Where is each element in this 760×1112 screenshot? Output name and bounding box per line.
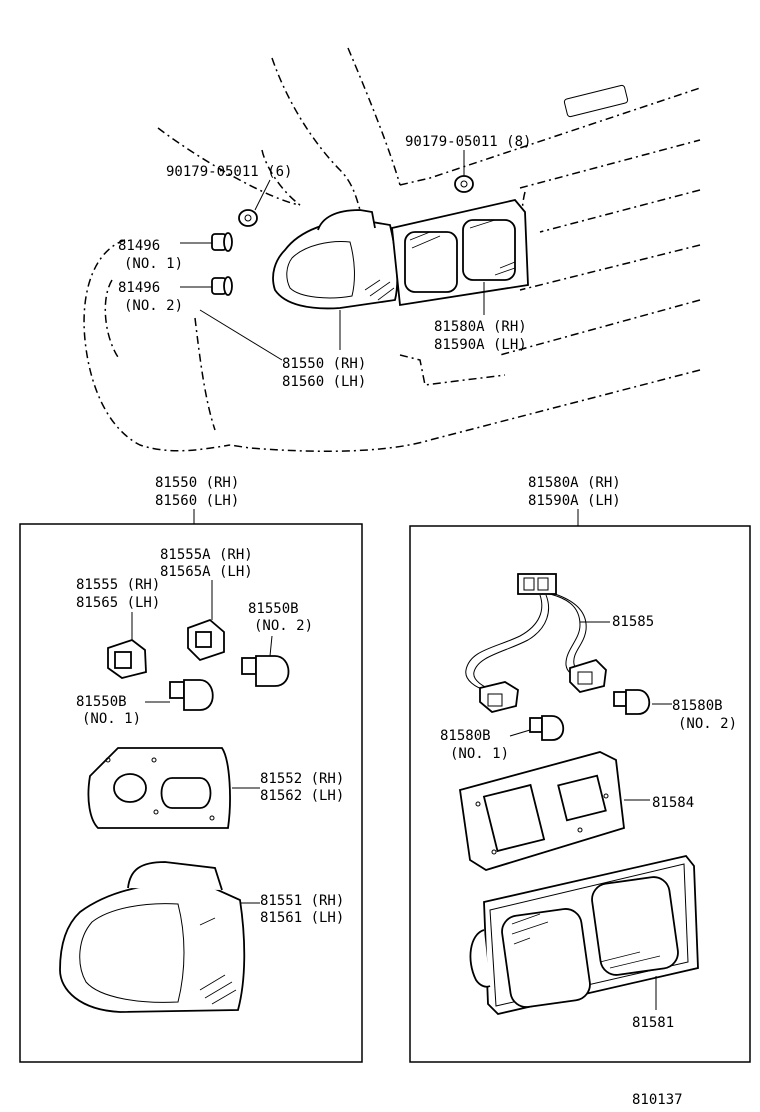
label-81580b-no1-num: 81580B bbox=[440, 728, 491, 744]
label-81560-lh: 81560 (LH) bbox=[282, 374, 366, 390]
label-90179-left: 90179-05011 (6) bbox=[166, 164, 292, 180]
label-81550b-no1-sub: (NO. 1) bbox=[82, 711, 141, 727]
top-labels: 90179-05011 (6) 90179-05011 (8) 81496 (N… bbox=[118, 134, 531, 390]
bulb-81550b-no2-icon bbox=[241, 655, 290, 687]
label-81551-rh: 81551 (RH) bbox=[260, 893, 344, 909]
bulb-81580b-no1-icon bbox=[529, 715, 565, 741]
label-81550b-no2-num: 81550B bbox=[248, 601, 299, 617]
right-box-header-lh: 81590A (LH) bbox=[528, 493, 621, 509]
left-box-header-lh: 81560 (LH) bbox=[155, 493, 239, 509]
figure-number: 810137 bbox=[632, 1092, 683, 1108]
lens-81551-icon bbox=[59, 861, 246, 1013]
bulb-81550b-no1-icon bbox=[169, 679, 214, 711]
label-81550b-no1-num: 81550B bbox=[76, 694, 127, 710]
label-81580b-no1-sub: (NO. 1) bbox=[450, 746, 509, 762]
wire-harness-81585-icon bbox=[465, 573, 607, 713]
left-exploded-view-frame bbox=[19, 523, 363, 1063]
gasket-81552-icon bbox=[87, 747, 231, 829]
clip-90179-right-icon bbox=[454, 175, 474, 193]
label-81565-lh: 81565 (LH) bbox=[76, 595, 160, 611]
label-81496-no2-num: 81496 bbox=[118, 280, 160, 296]
grommet-81496-no2-icon bbox=[211, 276, 233, 296]
label-90179-right: 90179-05011 (8) bbox=[405, 134, 531, 150]
label-81565a-lh: 81565A (LH) bbox=[160, 564, 253, 580]
backup-lamp-installed bbox=[391, 198, 529, 307]
label-81580b-no2-num: 81580B bbox=[672, 698, 723, 714]
label-81580b-no2-sub: (NO. 2) bbox=[678, 716, 737, 732]
left-box-header-rh: 81550 (RH) bbox=[155, 475, 239, 491]
label-81555a-rh: 81555A (RH) bbox=[160, 547, 253, 563]
label-81580a-rh: 81580A (RH) bbox=[434, 319, 527, 335]
label-81496-no1-num: 81496 bbox=[118, 238, 160, 254]
label-81496-no2-sub: (NO. 2) bbox=[124, 298, 183, 314]
label-81581: 81581 bbox=[632, 1015, 674, 1031]
label-81552-rh: 81552 (RH) bbox=[260, 771, 344, 787]
vehicle-rear-outline bbox=[83, 47, 701, 453]
bulb-81580b-no2-icon bbox=[613, 689, 651, 715]
label-81550b-no2-sub: (NO. 2) bbox=[254, 618, 313, 634]
label-81550-rh: 81550 (RH) bbox=[282, 356, 366, 372]
label-81555-rh: 81555 (RH) bbox=[76, 577, 160, 593]
lens-81581-icon bbox=[469, 854, 699, 1015]
label-81584: 81584 bbox=[652, 795, 694, 811]
gasket-81584-icon bbox=[458, 751, 625, 871]
socket-81555-icon bbox=[107, 612, 147, 679]
label-81585: 81585 bbox=[612, 614, 654, 630]
rear-combination-lamp-installed bbox=[272, 209, 399, 310]
label-81590a-lh: 81590A (LH) bbox=[434, 337, 527, 353]
socket-81555a-icon bbox=[187, 580, 225, 662]
clip-90179-left-icon bbox=[238, 209, 258, 227]
grommet-81496-no1-icon bbox=[211, 232, 233, 252]
right-exploded-view-frame bbox=[409, 525, 751, 1063]
right-box-header-rh: 81580A (RH) bbox=[528, 475, 621, 491]
label-81561-lh: 81561 (LH) bbox=[260, 910, 344, 926]
label-81562-lh: 81562 (LH) bbox=[260, 788, 344, 804]
label-81496-no1-sub: (NO. 1) bbox=[124, 256, 183, 272]
